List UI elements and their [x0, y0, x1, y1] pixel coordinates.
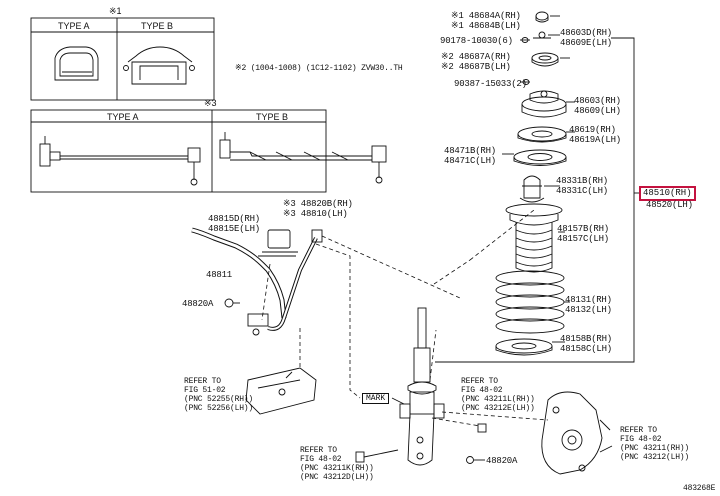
inset-1-type-b: TYPE B [141, 21, 174, 31]
inset-1-marker: ※1 [109, 6, 122, 16]
inset-2-type-a: TYPE A [107, 112, 139, 122]
part-label-90178[interactable]: 90178-10030(6) [440, 36, 513, 46]
part-label-48131[interactable]: 48131(RH) 48132(LH) [565, 295, 612, 315]
part-label-48603d[interactable]: 48603D(RH) 48609E(LH) [560, 28, 613, 48]
part-label-48687[interactable]: ※2 48687A(RH) ※2 48687B(LH) [441, 52, 511, 72]
part-label-48684[interactable]: ※1 48684A(RH) ※1 48684B(LH) [451, 11, 521, 31]
inset-1-type-a: TYPE A [58, 21, 90, 31]
part-label-48158[interactable]: 48158B(RH) 48158C(LH) [560, 334, 613, 354]
part-label-48471[interactable]: 48471B(RH) 48471C(LH) [444, 146, 497, 166]
part-label-48820b[interactable]: ※3 48820B(RH) ※3 48810(LH) [283, 199, 353, 219]
ref-fig-48-02-right[interactable]: REFER TO FIG 48-02 (PNC 43211(RH)) (PNC … [620, 426, 690, 462]
mark-label: MARK [362, 393, 390, 404]
ref-fig-48-02-mid[interactable]: REFER TO FIG 48-02 (PNC 43211L(RH)) (PNC… [461, 377, 535, 413]
part-label-48510-highlighted[interactable]: 48510(RH) [639, 186, 696, 201]
ref-fig-48-02-bottom[interactable]: REFER TO FIG 48-02 (PNC 43211K(RH)) (PNC… [300, 446, 374, 482]
part-label-48820a-left[interactable]: 48820A [182, 299, 214, 309]
inset-2-type-b: TYPE B [256, 112, 289, 122]
part-label-48815[interactable]: 48815D(RH) 48815E(LH) [208, 214, 261, 234]
inset-type-box [30, 17, 215, 101]
part-label-48820a-right[interactable]: 48820A [486, 456, 518, 466]
part-label-48157[interactable]: 48157B(RH) 48157C(LH) [557, 224, 610, 244]
part-label-48603[interactable]: 48603(RH) 48609(LH) [574, 96, 621, 116]
inset-note: ※2 (1004-1008) (1C12-1102) ZVW30..TH [235, 64, 403, 73]
ref-fig-51-02[interactable]: REFER TO FIG 51-02 (PNC 52255(RH)) (PNC … [184, 377, 254, 413]
part-label-90387[interactable]: 90387-15033(2) [454, 79, 527, 89]
part-label-48811[interactable]: 48811 [206, 270, 233, 280]
part-label-48331[interactable]: 48331B(RH) 48331C(LH) [556, 176, 609, 196]
part-label-48619[interactable]: 48619(RH) 48619A(LH) [569, 125, 622, 145]
figure-id: 483268E [683, 484, 716, 493]
part-label-48520[interactable]: 48520(LH) [646, 200, 693, 210]
inset-2-marker: ※3 [204, 98, 217, 108]
